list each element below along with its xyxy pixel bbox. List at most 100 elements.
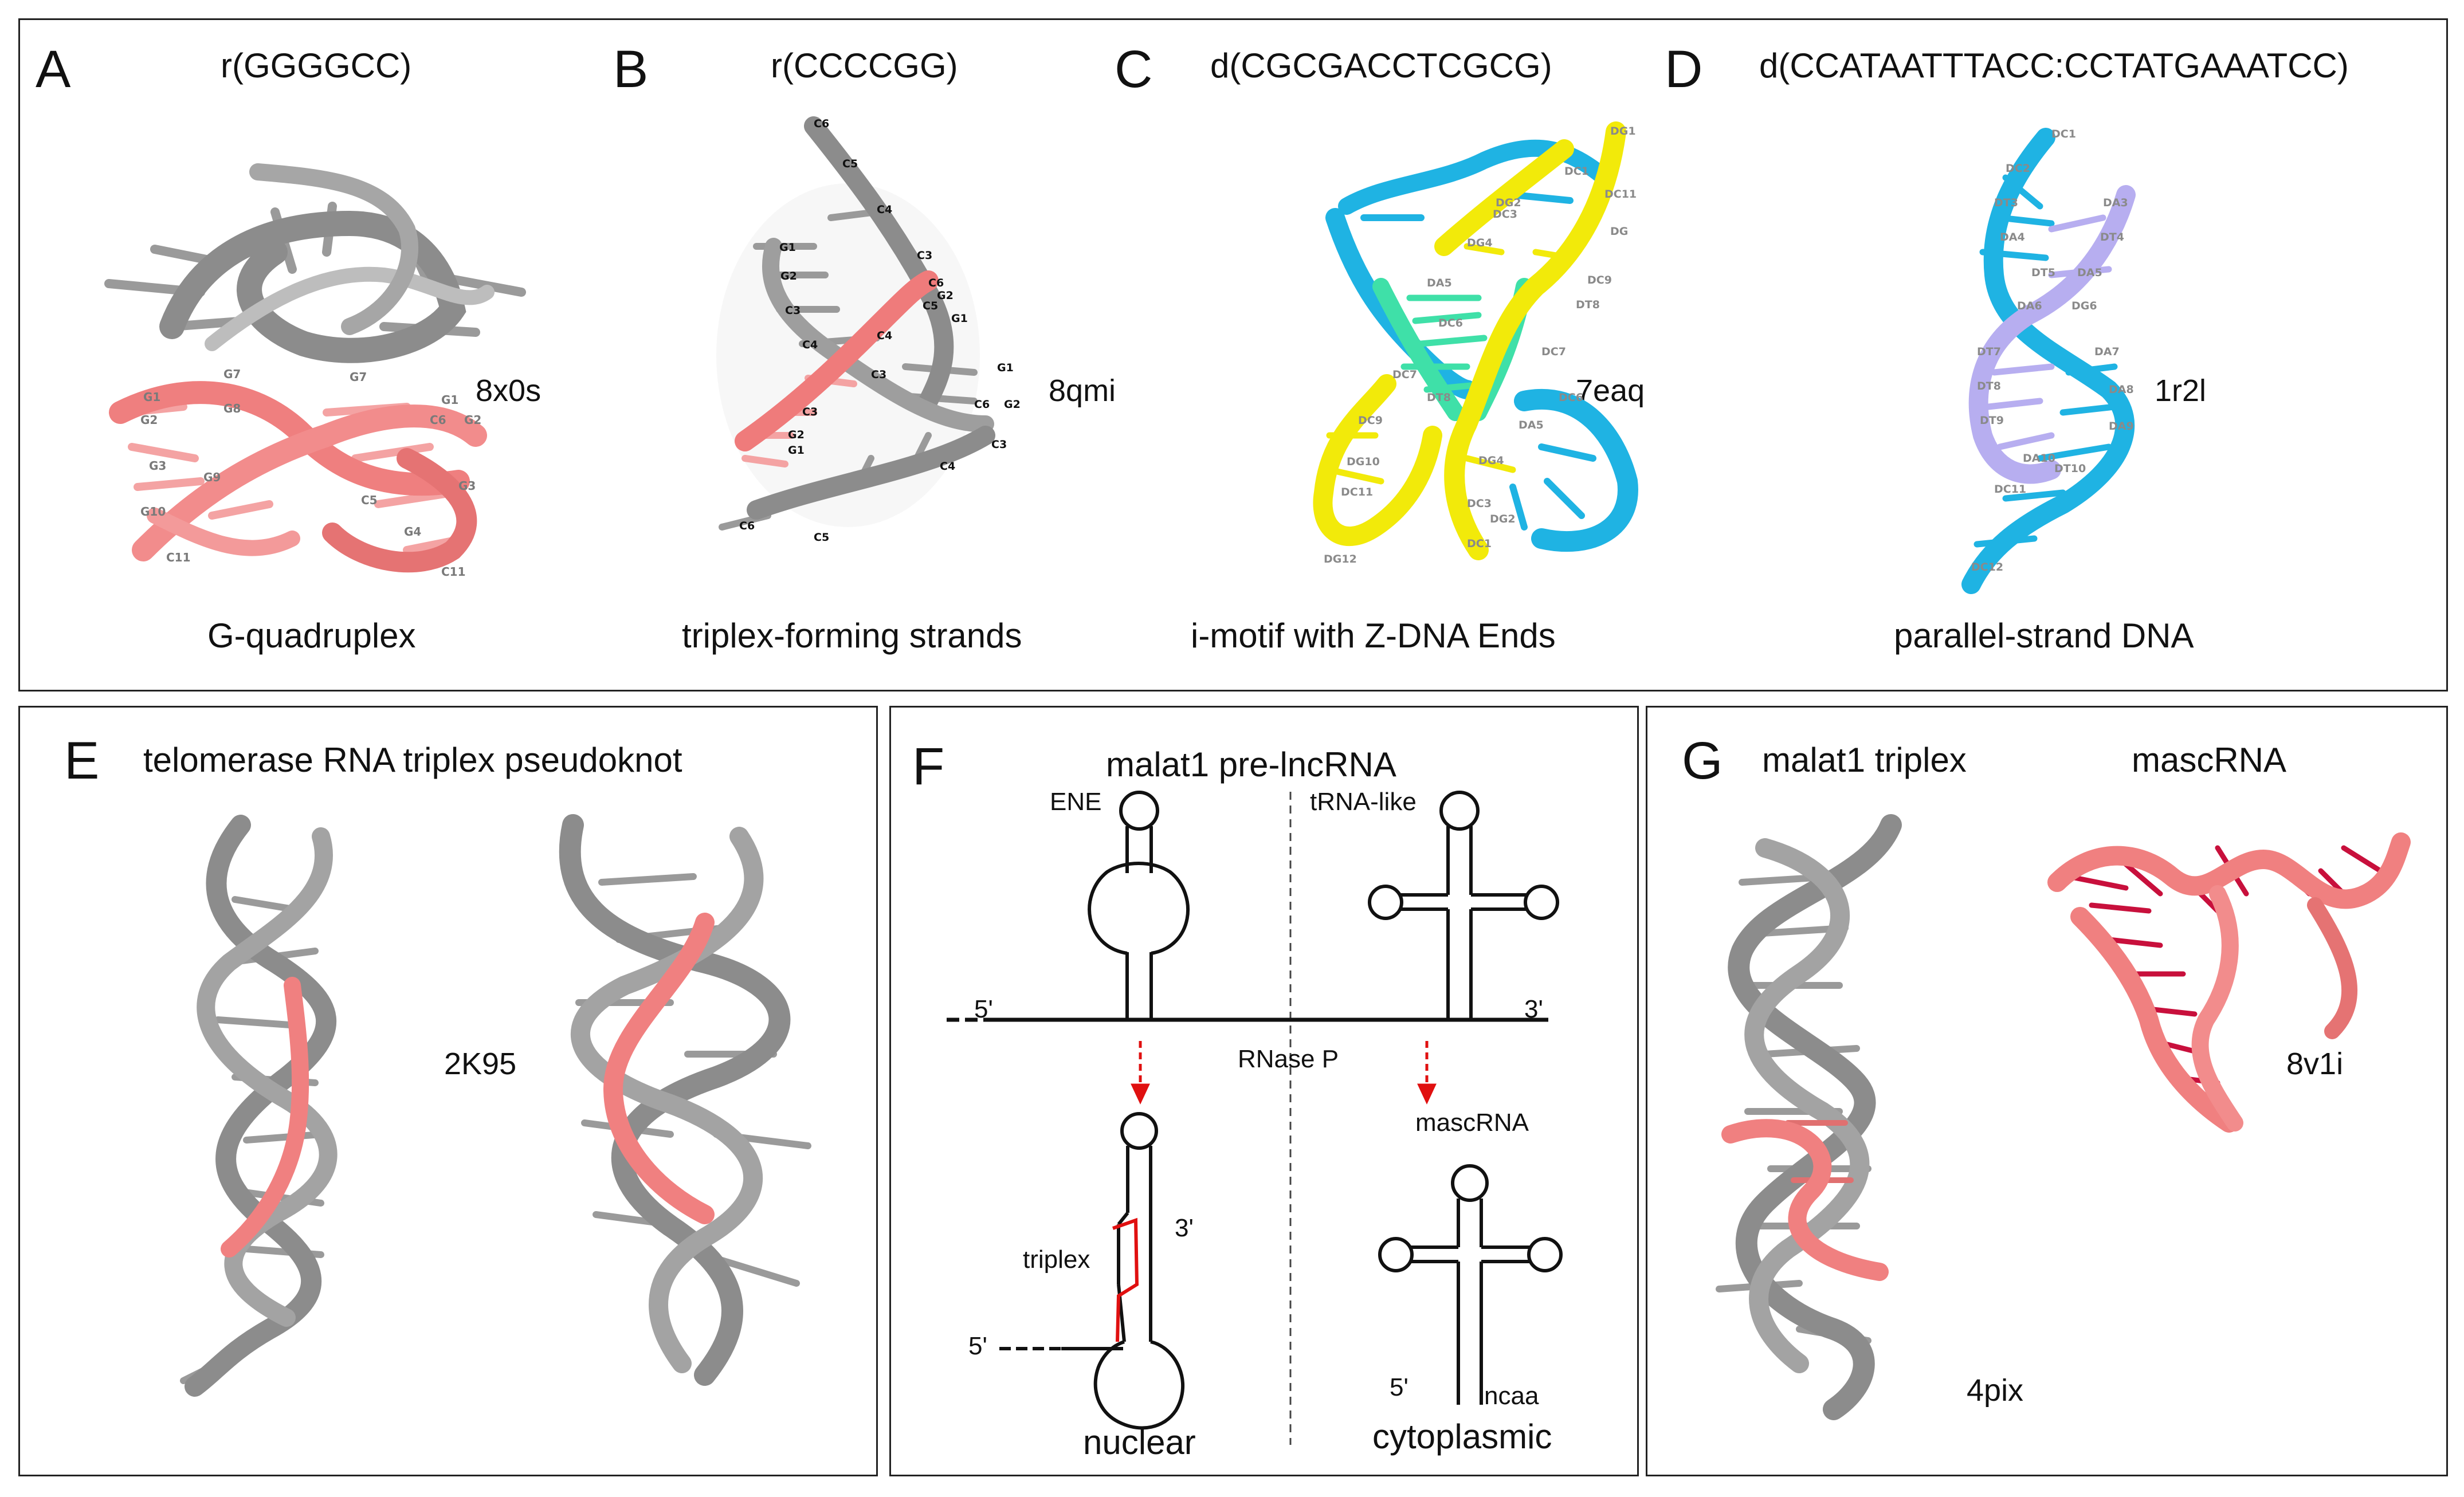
svg-text:C4: C4	[940, 460, 955, 473]
cytoplasmic-label: cytoplasmic	[1372, 1417, 1552, 1456]
panel-g-letter: G	[1682, 732, 1723, 790]
svg-text:G3: G3	[149, 459, 166, 473]
svg-text:DC11: DC11	[1994, 483, 2026, 496]
svg-text:C3: C3	[802, 406, 818, 418]
svg-text:DG2: DG2	[1490, 513, 1516, 525]
svg-text:C6: C6	[928, 277, 944, 289]
svg-text:DC6: DC6	[1438, 317, 1463, 329]
svg-text:C4: C4	[877, 203, 892, 216]
trna-like-label: tRNA-like	[1310, 788, 1417, 816]
five-prime-right-label: 5'	[1390, 1373, 1408, 1401]
svg-text:G10: G10	[140, 505, 166, 518]
svg-text:DC1: DC1	[1467, 537, 1492, 550]
svg-text:DG10: DG10	[1347, 455, 1380, 468]
panel-g-structure-mascrna	[2047, 832, 2411, 1133]
ene-label: ENE	[1050, 788, 1102, 816]
svg-text:C3: C3	[991, 438, 1007, 451]
svg-text:G1: G1	[997, 362, 1014, 374]
panel-e-title: telomerase RNA triplex pseudoknot	[143, 741, 682, 779]
panel-e-structure-left	[180, 815, 338, 1397]
panel-b-letter: B	[613, 40, 649, 99]
panel-d-letter: D	[1665, 40, 1703, 99]
panel-b-pdb-id: 8qmi	[1049, 374, 1116, 408]
svg-text:DG4: DG4	[1467, 237, 1493, 249]
svg-text:DA5: DA5	[1427, 277, 1452, 289]
svg-text:DC11: DC11	[1604, 188, 1637, 201]
five-prime-top-label: 5'	[974, 995, 993, 1023]
svg-text:G1: G1	[441, 393, 458, 407]
three-prime-left-label: 3'	[1175, 1214, 1194, 1242]
svg-text:DA6: DA6	[2017, 300, 2042, 312]
mascrna-label: mascRNA	[1415, 1109, 1529, 1137]
svg-text:DC1: DC1	[2051, 128, 2076, 140]
panel-g-structure-triplex	[1716, 814, 1902, 1420]
svg-text:DC9: DC9	[1587, 274, 1612, 286]
svg-text:G2: G2	[1004, 398, 1021, 411]
panel-a-letter: A	[36, 40, 71, 99]
svg-text:C5: C5	[361, 493, 378, 507]
svg-text:DA8: DA8	[2109, 383, 2134, 396]
panel-c-letter: C	[1115, 40, 1153, 99]
svg-text:DC2: DC2	[2006, 162, 2030, 175]
svg-text:C6: C6	[739, 520, 755, 532]
rnase-p-label: RNase P	[1238, 1045, 1339, 1073]
svg-text:G8: G8	[223, 402, 241, 415]
svg-text:DC6: DC6	[1559, 391, 1583, 404]
panel-f-diagram	[947, 791, 1563, 1445]
svg-text:C6: C6	[430, 413, 446, 427]
svg-text:DC7: DC7	[1392, 368, 1417, 381]
panel-a-pdb-id: 8x0s	[476, 374, 542, 408]
svg-text:DC3: DC3	[1493, 208, 1517, 221]
svg-text:C5: C5	[814, 531, 829, 544]
svg-text:DT7: DT7	[1977, 345, 2001, 358]
ncaa-label: ncaa	[1484, 1382, 1539, 1410]
svg-text:G2: G2	[788, 429, 805, 441]
panel-f-letter: F	[912, 737, 945, 796]
panel-a-caption: G-quadruplex	[207, 616, 416, 655]
panel-d-pdb-id: 1r2l	[2155, 374, 2207, 408]
five-prime-left-label: 5'	[968, 1332, 987, 1360]
svg-text:C4: C4	[802, 339, 818, 351]
svg-text:DT8: DT8	[1427, 391, 1451, 404]
svg-text:C11: C11	[166, 551, 191, 564]
svg-text:G9: G9	[203, 470, 221, 484]
svg-text:DC7: DC7	[1541, 345, 1566, 358]
svg-text:DA5: DA5	[2077, 266, 2102, 279]
panel-d-title: d(CCATAATTTACC:CCTATGAAATCC)	[1759, 46, 2349, 85]
svg-text:C3: C3	[917, 249, 932, 262]
panel-g-pdb-8v1i: 8v1i	[2286, 1047, 2344, 1081]
svg-text:DC11: DC11	[1341, 486, 1373, 498]
svg-text:DT8: DT8	[1977, 380, 2001, 392]
svg-text:C4: C4	[877, 329, 892, 342]
panel-f	[889, 706, 1639, 1476]
svg-text:C3: C3	[871, 368, 886, 381]
panel-c-pdb-id: 7eaq	[1576, 374, 1645, 408]
triplex-label: triplex	[1023, 1245, 1090, 1274]
svg-text:DG1: DG1	[1610, 125, 1636, 137]
svg-text:DT10: DT10	[2054, 462, 2086, 475]
nuclear-label: nuclear	[1083, 1423, 1196, 1461]
svg-text:G3: G3	[458, 479, 476, 493]
svg-text:DT4: DT4	[2100, 231, 2124, 243]
svg-text:C11: C11	[441, 565, 466, 579]
svg-text:DC3: DC3	[1467, 497, 1492, 510]
svg-text:G2: G2	[140, 413, 158, 427]
svg-text:DA3: DA3	[2103, 197, 2128, 209]
svg-text:DC9: DC9	[1358, 414, 1383, 427]
svg-text:G2: G2	[937, 289, 954, 302]
panel-b-caption: triplex-forming strands	[682, 616, 1022, 655]
svg-text:DA10: DA10	[2023, 452, 2055, 465]
svg-text:DC1: DC1	[1564, 165, 1589, 178]
svg-text:DG12: DG12	[1324, 553, 1357, 565]
svg-text:DG2: DG2	[1496, 197, 1521, 209]
svg-text:C5: C5	[842, 158, 858, 170]
panel-g-title-mascrna: mascRNA	[2132, 741, 2287, 779]
svg-text:DT3: DT3	[1994, 197, 2018, 209]
svg-text:DC12: DC12	[1971, 561, 2003, 573]
svg-text:G2: G2	[464, 413, 481, 427]
svg-text:G7: G7	[350, 370, 367, 384]
